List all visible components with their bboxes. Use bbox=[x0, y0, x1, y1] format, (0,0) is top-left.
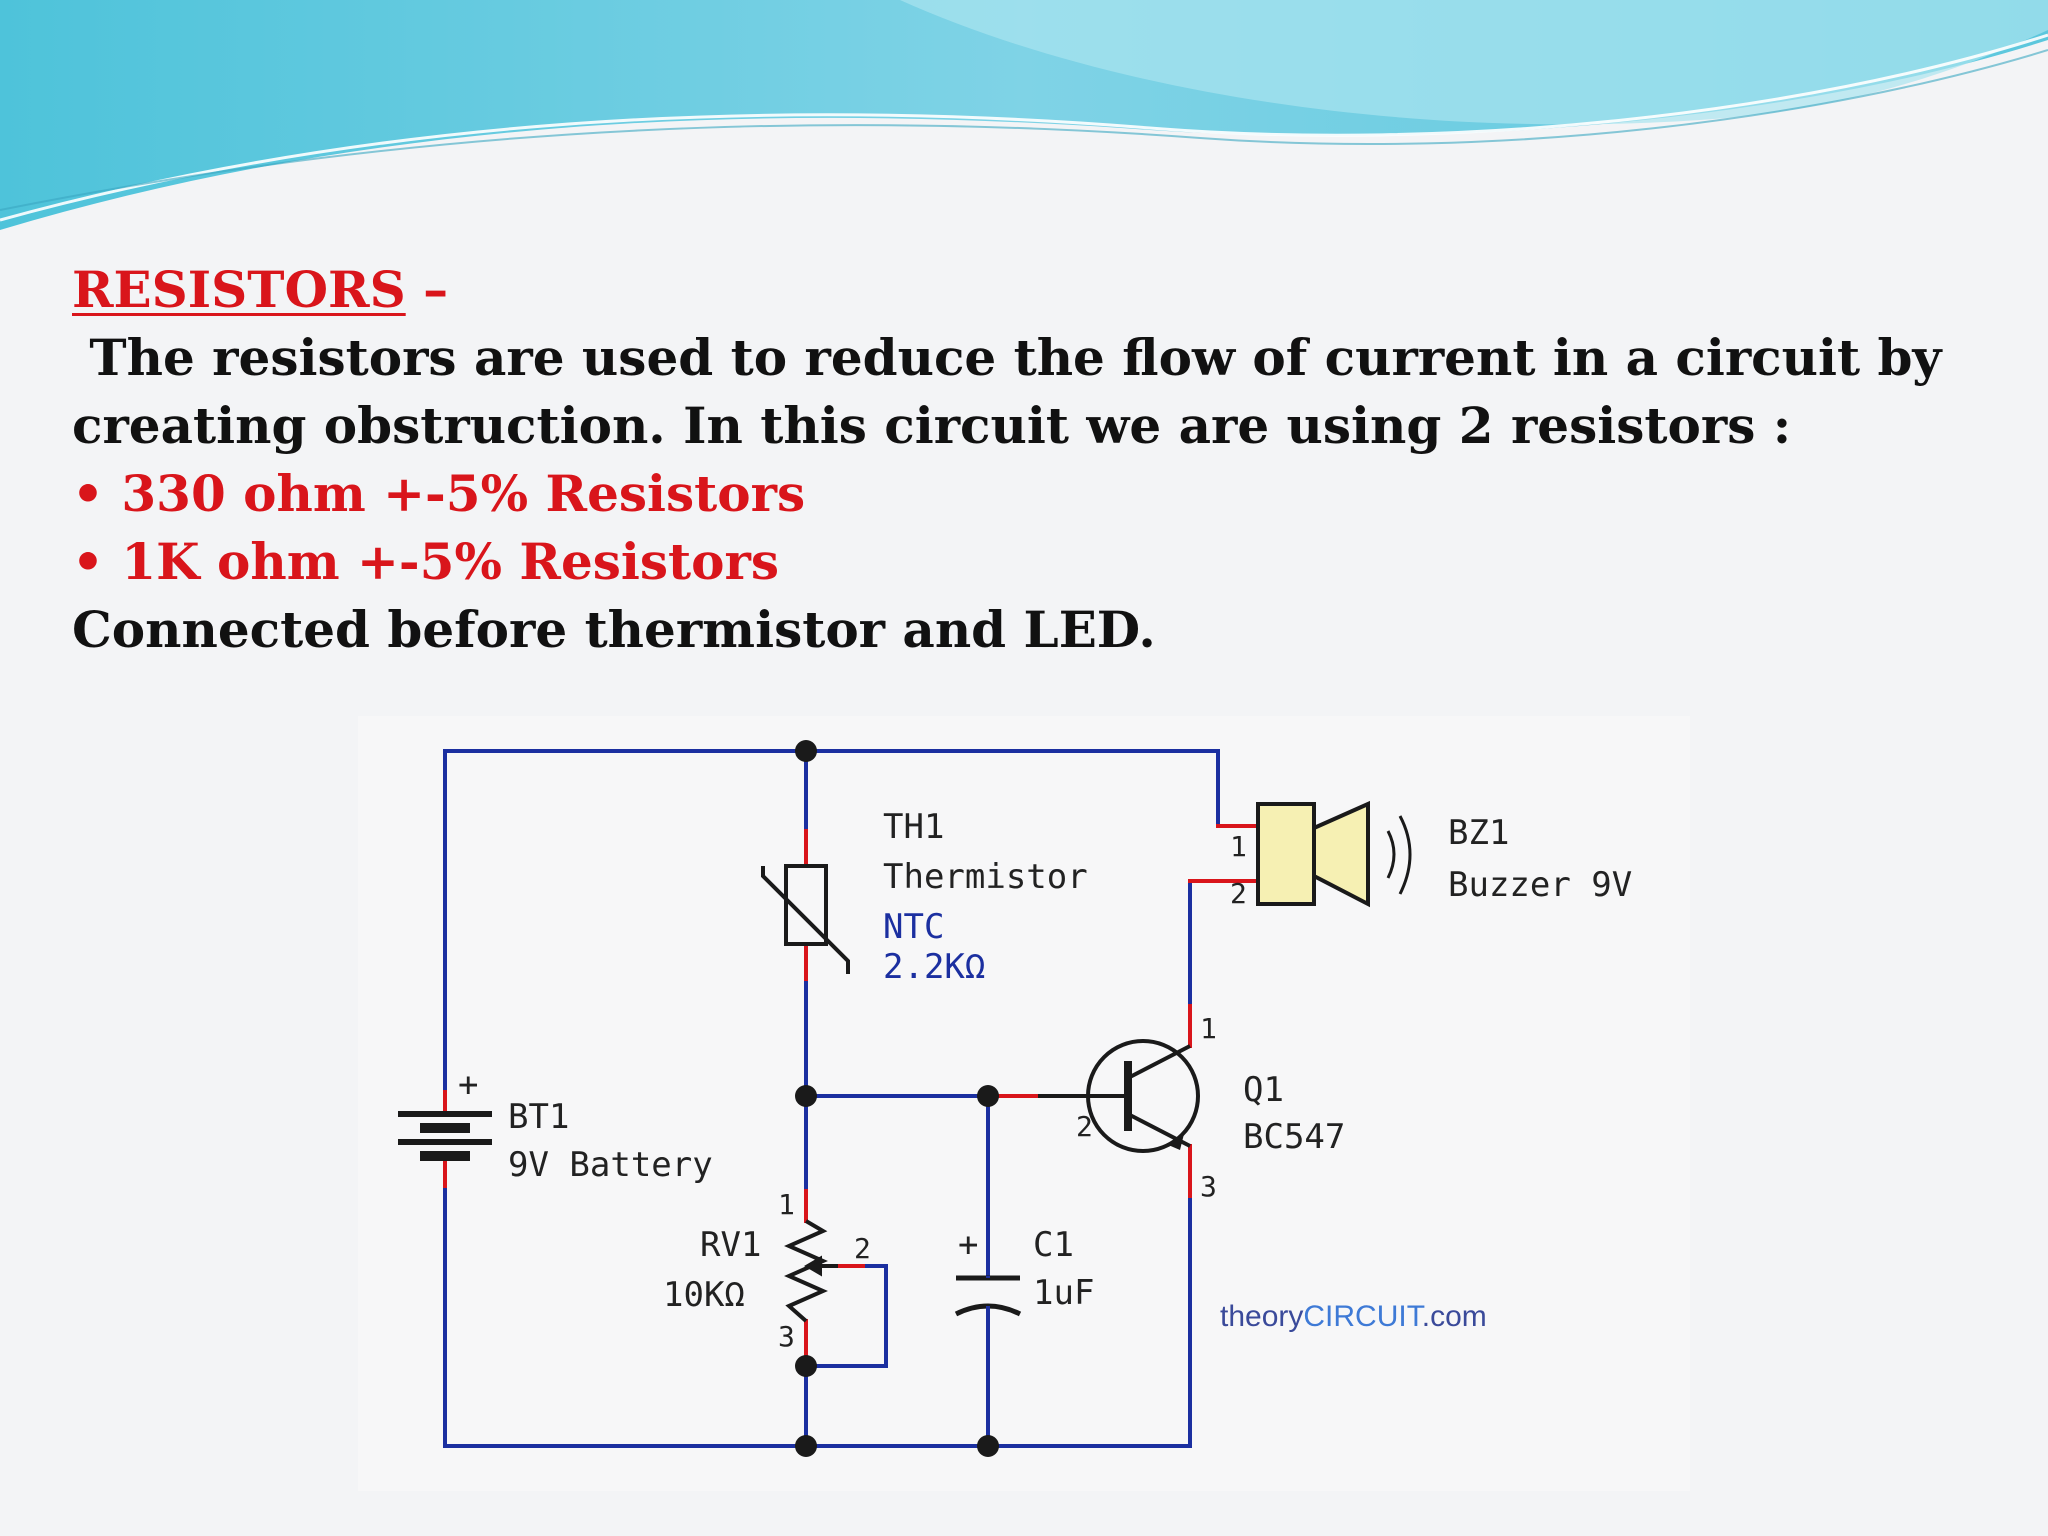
bullet-330-ohm: • 330 ohm +-5% Resistors bbox=[72, 464, 806, 523]
buzzer-symbol bbox=[1256, 800, 1412, 908]
bz1-name: Buzzer 9V bbox=[1448, 865, 1632, 905]
battery-symbol bbox=[398, 1111, 492, 1161]
q1-pin1: 1 bbox=[1200, 1012, 1217, 1045]
capacitor-symbol bbox=[954, 1275, 1022, 1346]
c1-value: 1uF bbox=[1033, 1273, 1094, 1313]
thermistor-symbol bbox=[761, 864, 850, 974]
bz1-pin2: 2 bbox=[1230, 877, 1247, 910]
heading-dash: – bbox=[405, 260, 449, 319]
q1-ref: Q1 bbox=[1243, 1070, 1284, 1110]
rv1-ref: RV1 bbox=[700, 1225, 761, 1265]
q1-name: BC547 bbox=[1243, 1117, 1345, 1157]
heading-title: RESISTORS bbox=[72, 260, 406, 319]
rv1-pin1: 1 bbox=[778, 1188, 795, 1221]
th1-ref: TH1 bbox=[883, 807, 944, 847]
closing-line: Connected before thermistor and LED. bbox=[72, 600, 1156, 659]
watermark: theoryCIRCUIT.com bbox=[1220, 1300, 1487, 1333]
th1-type: NTC bbox=[883, 907, 944, 947]
rv1-value: 10KΩ bbox=[663, 1275, 745, 1315]
junction-dots bbox=[795, 740, 999, 1457]
potentiometer-symbol bbox=[784, 1219, 838, 1323]
bz1-ref: BZ1 bbox=[1448, 813, 1509, 853]
q1-pin3: 3 bbox=[1200, 1170, 1217, 1203]
c1-ref: C1 bbox=[1033, 1225, 1074, 1265]
transistor-symbol bbox=[1038, 1039, 1200, 1153]
rv1-pin3: 3 bbox=[778, 1320, 795, 1353]
slide-text: RESISTORS – The resistors are used to re… bbox=[72, 256, 1972, 664]
bt1-ref: BT1 bbox=[508, 1097, 569, 1137]
c1-plus: + bbox=[958, 1225, 978, 1265]
heading-line: RESISTORS – bbox=[72, 256, 1972, 324]
bt1-name: 9V Battery bbox=[508, 1145, 713, 1185]
intro-line-2: creating obstruction. In this circuit we… bbox=[72, 396, 1792, 455]
th1-name: Thermistor bbox=[883, 857, 1088, 897]
pin-stubs bbox=[443, 824, 1260, 1368]
header-wave-decoration bbox=[0, 0, 2048, 230]
q1-pin2: 2 bbox=[1076, 1110, 1093, 1143]
circuit-schematic: TH1 Thermistor NTC 2.2KΩ BZ1 Buzzer 9V 1… bbox=[358, 716, 1690, 1491]
bt1-plus: + bbox=[458, 1065, 478, 1105]
bz1-pin1: 1 bbox=[1230, 830, 1247, 863]
intro-line-1: The resistors are used to reduce the flo… bbox=[72, 328, 1942, 387]
th1-value: 2.2KΩ bbox=[883, 947, 985, 987]
rv1-pin2: 2 bbox=[854, 1232, 871, 1265]
bullet-1k-ohm: • 1K ohm +-5% Resistors bbox=[72, 532, 779, 591]
